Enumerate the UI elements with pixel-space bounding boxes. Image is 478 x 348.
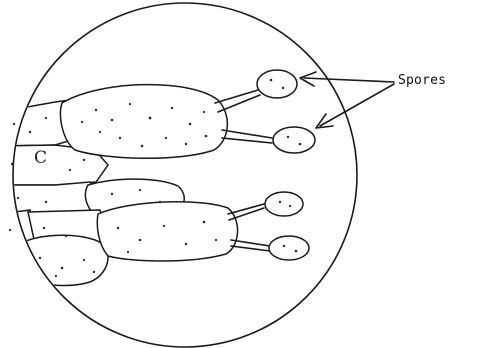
spore-1 xyxy=(257,70,297,98)
stalk-2a xyxy=(222,130,272,138)
cell-upper-large xyxy=(61,85,228,159)
cell-mark-c: C xyxy=(34,148,47,168)
stalk-2b xyxy=(222,138,272,143)
stalk-4a xyxy=(231,240,270,246)
arrowhead-2 xyxy=(316,114,333,128)
cell-lower-large xyxy=(97,202,237,261)
stalk-4b xyxy=(231,246,270,251)
stalk-3a xyxy=(228,204,264,214)
spores-label: Spores xyxy=(398,73,446,88)
spore-2 xyxy=(273,127,315,153)
arrow-line-1 xyxy=(304,78,394,82)
stalk-1b xyxy=(218,95,260,112)
stalk-1a xyxy=(215,90,258,103)
arrow-line-2 xyxy=(320,84,394,126)
stalk-3b xyxy=(229,208,264,220)
hyphae-group xyxy=(0,85,238,286)
spore-4 xyxy=(269,236,309,260)
cell-lower-bottom xyxy=(18,235,108,285)
spore-3 xyxy=(265,192,303,216)
